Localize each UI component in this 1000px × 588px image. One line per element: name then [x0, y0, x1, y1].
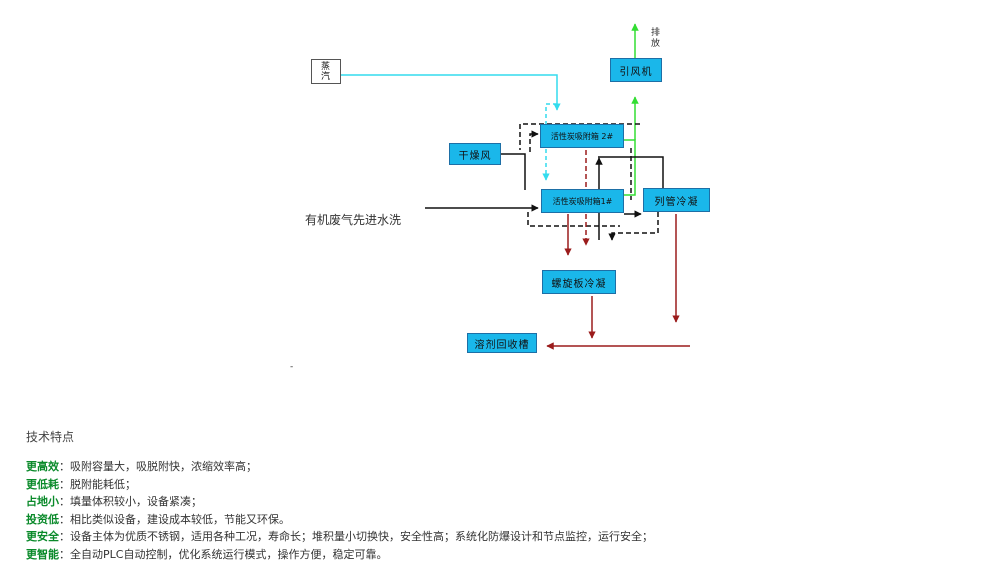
desorb-gas-line [598, 156, 664, 190]
feature-row: 更安全：设备主体为优质不锈钢，适用各种工况，寿命长；堆积量小切换快，安全性高；系… [26, 528, 653, 546]
dry-air-box: 干燥风 [449, 143, 501, 165]
feature-key: 更高效 [26, 460, 59, 473]
feature-text: 脱附能耗低； [70, 477, 136, 491]
feature-text: 全自动PLC自动控制，优化系统运行模式，操作方便，稳定可靠。 [70, 547, 388, 561]
feature-row: 更高效：吸附容量大，吸脱附快，浓缩效率高； [26, 458, 653, 476]
adsorber-2-box: 活性炭吸附箱 2# [540, 124, 624, 148]
dry-air-line [501, 153, 526, 190]
feature-key: 更智能 [26, 547, 59, 561]
solvent-tank-box: 溶剂回收槽 [467, 333, 537, 353]
dashed-loop-bottom [527, 212, 620, 227]
feature-key: 更低耗 [26, 477, 59, 491]
steam-source-box: 蒸 汽 [311, 59, 341, 84]
fan-box: 引风机 [610, 58, 662, 82]
features-section: 技术特点 更高效：吸附容量大，吸脱附快，浓缩效率高； 更低耗：脱附能耗低； 占地… [26, 428, 653, 564]
feature-row: 占地小：填量体积较小，设备紧凑； [26, 493, 653, 511]
adsorber-1-box: 活性炭吸附箱1# [541, 189, 624, 213]
feature-key: 更安全 [26, 530, 59, 544]
steam-line [341, 74, 561, 111]
feature-sep: ： [59, 477, 70, 491]
feature-key: 占地小 [26, 495, 59, 509]
adsorber1-outlet-line [624, 139, 636, 196]
feature-text: 吸附容量大，吸脱附快，浓缩效率高； [70, 460, 257, 473]
feature-row: 更智能：全自动PLC自动控制，优化系统运行模式，操作方便，稳定可靠。 [26, 546, 653, 564]
stray-mark: - [290, 362, 294, 372]
exhaust-label-2: 放 [651, 39, 661, 49]
features-title: 技术特点 [26, 430, 75, 444]
feature-text: 填量体积较小，设备紧凑； [70, 495, 202, 509]
feature-sep: ： [59, 495, 70, 509]
dashed-return-line [608, 212, 659, 241]
feature-text: 相比类似设备，建设成本较低，节能又环保。 [70, 512, 290, 526]
spiral-condenser-box: 螺旋板冷凝 [542, 270, 616, 294]
feature-sep: ： [59, 460, 70, 473]
dashed-loop-left [529, 130, 539, 152]
tube-condenser-box: 列管冷凝 [643, 188, 710, 212]
exhaust-label-1: 排 [651, 28, 661, 38]
feature-text: 设备主体为优质不锈钢，适用各种工况，寿命长；堆积量小切换快，安全性高；系统化防爆… [70, 530, 653, 544]
feature-sep: ： [59, 547, 70, 561]
inlet-label: 有机废气先进水洗 [305, 213, 402, 227]
feature-sep: ： [59, 512, 70, 526]
feature-key: 投资低 [26, 512, 59, 526]
feature-sep: ： [59, 530, 70, 544]
steam-label-1: 蒸 [320, 61, 331, 72]
steam-branch-line [542, 103, 557, 181]
steam-label-2: 汽 [320, 71, 331, 82]
feature-row: 更低耗：脱附能耗低； [26, 476, 653, 494]
exhaust-label: 排 放 [651, 28, 661, 50]
feature-row: 投资低：相比类似设备，建设成本较低，节能又环保。 [26, 511, 653, 529]
